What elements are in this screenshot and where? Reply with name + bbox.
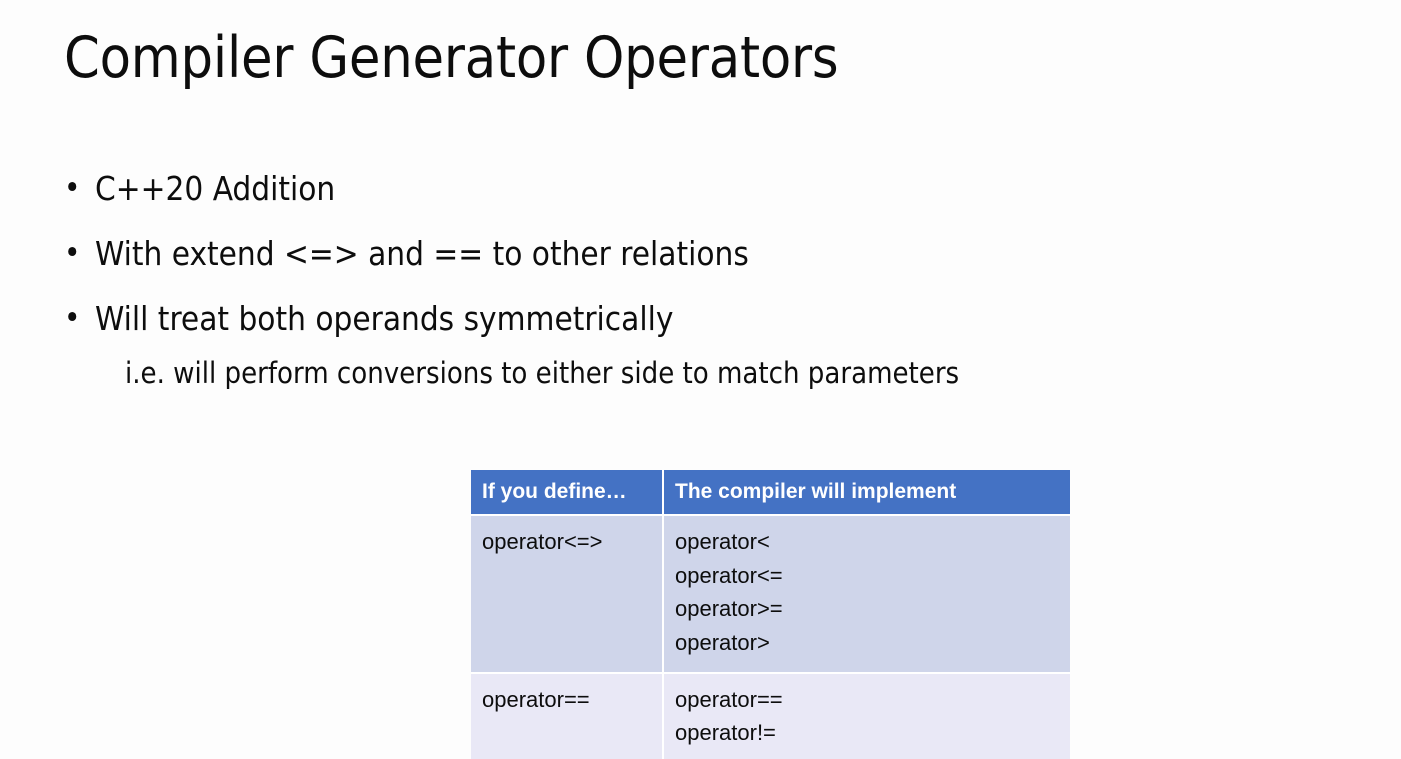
cell-implements: operator< operator<= operator>= operator… xyxy=(663,514,1070,673)
sub-list-item-label: i.e. will perform conversions to either … xyxy=(125,355,960,390)
list-item-label: With extend <=> and == to other relation… xyxy=(95,233,749,273)
bullet-dot-icon: • xyxy=(64,299,81,336)
page-title: Compiler Generator Operators xyxy=(64,25,839,91)
cell-define: operator== xyxy=(471,671,664,759)
list-item-label: C++20 Addition xyxy=(95,169,336,208)
cell-define: operator<=> xyxy=(471,514,664,673)
table-row: operator== operator== operator!= xyxy=(471,671,1070,759)
list-item: • With extend <=> and == to other relati… xyxy=(64,233,1264,276)
bullet-dot-icon: • xyxy=(64,170,81,206)
column-header-compiler-will-implement: The compiler will implement xyxy=(663,470,1070,516)
column-header-if-you-define: If you define… xyxy=(471,470,664,516)
bullet-dot-icon: • xyxy=(64,234,81,271)
list-item: • C++20 Addition xyxy=(64,168,1264,211)
bullet-list: • C++20 Addition • With extend <=> and =… xyxy=(64,168,1264,392)
operators-table: If you define… The compiler will impleme… xyxy=(471,470,1070,759)
cell-implements: operator== operator!= xyxy=(663,671,1070,759)
list-item-label: Will treat both operands symmetrically xyxy=(95,298,674,338)
list-item: • Will treat both operands symmetrically xyxy=(64,298,1264,341)
table-header-row: If you define… The compiler will impleme… xyxy=(471,470,1070,516)
table-row: operator<=> operator< operator<= operato… xyxy=(471,514,1070,673)
